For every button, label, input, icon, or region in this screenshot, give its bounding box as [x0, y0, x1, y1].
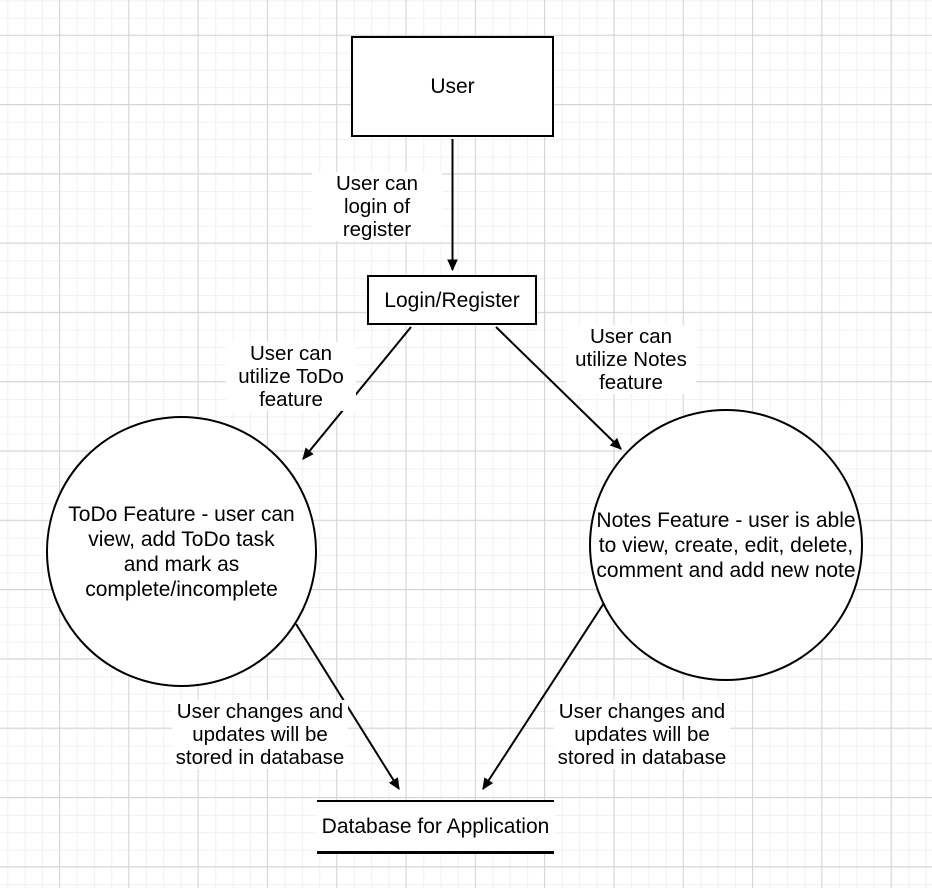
node-database: Database for Application — [317, 800, 554, 854]
node-notes-feature-label: Notes Feature - user is able to view, cr… — [596, 508, 856, 582]
node-user-label: User — [430, 75, 475, 98]
edge-label-todo-to-database: User changes and updates will be stored … — [172, 700, 348, 769]
edge-label-notes-to-database: User changes and updates will be stored … — [554, 700, 730, 769]
node-login-register: Login/Register — [367, 275, 537, 325]
node-todo-feature-label: ToDo Feature - user can view, add ToDo t… — [68, 502, 295, 601]
node-login-register-label: Login/Register — [384, 288, 520, 312]
edge-label-user-to-login: User can login of register — [312, 172, 442, 241]
edge-label-login-to-notes: User can utilize Notes feature — [566, 325, 696, 394]
node-database-label: Database for Application — [321, 815, 550, 838]
edge-label-login-to-todo: User can utilize ToDo feature — [226, 342, 356, 411]
node-user: User — [351, 36, 554, 137]
node-notes-feature: Notes Feature - user is able to view, cr… — [589, 409, 863, 681]
node-todo-feature: ToDo Feature - user can view, add ToDo t… — [46, 416, 317, 687]
